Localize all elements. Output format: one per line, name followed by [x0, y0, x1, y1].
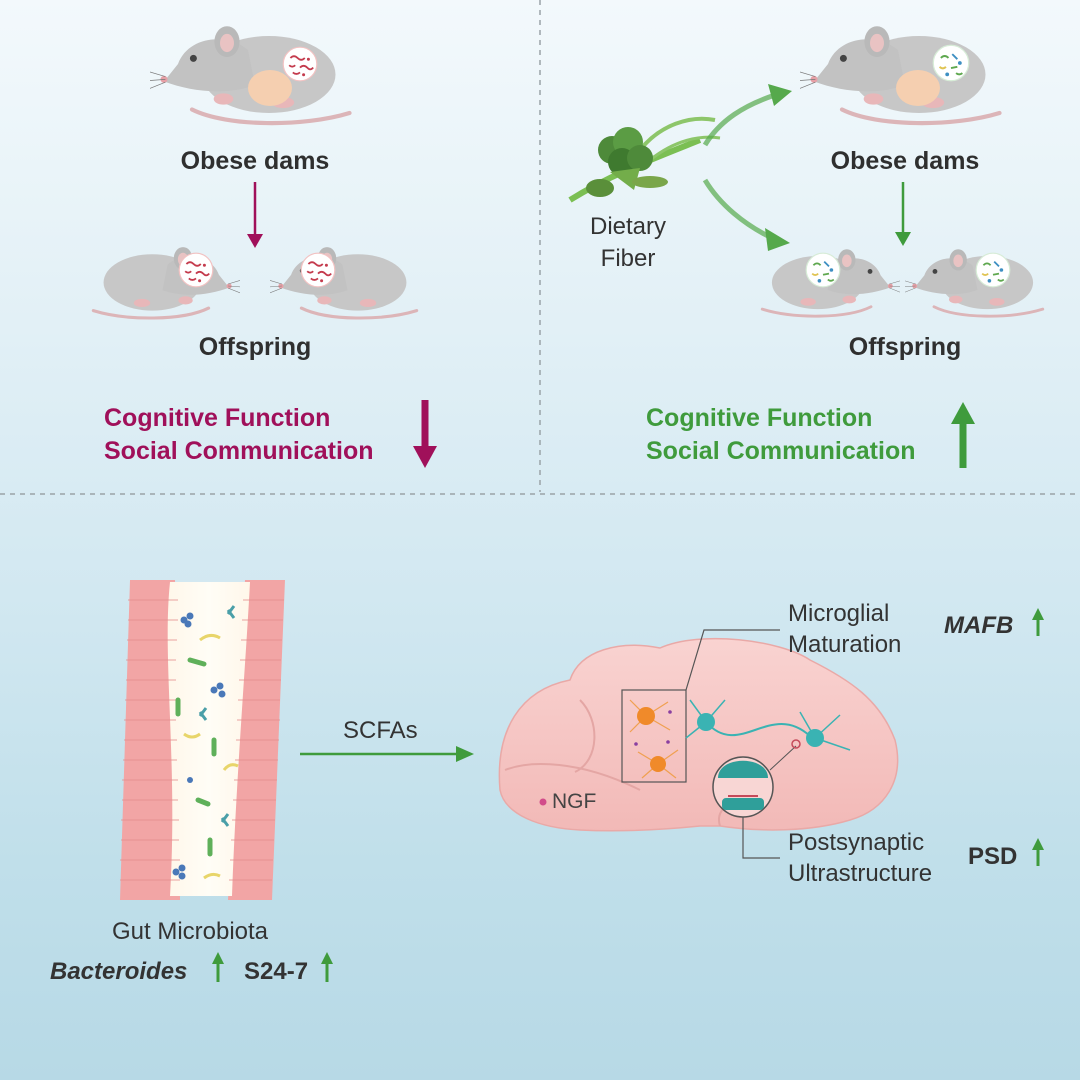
- dietary-fiber-vegetables: [568, 116, 721, 203]
- scfa-arrow: [300, 746, 474, 762]
- left-offspring-label: Offspring: [198, 333, 312, 361]
- synapse-callout-line-1: Postsynaptic: [788, 829, 925, 856]
- bacteroides-up-arrow: [212, 952, 224, 982]
- synapse-inset: [712, 739, 801, 818]
- synapse-leader-line: [742, 817, 780, 859]
- scfas-label: SCFAs: [343, 717, 418, 744]
- gut-tube: [120, 580, 285, 900]
- right-dam-mouse: [796, 26, 1000, 123]
- psd-up-arrow: [1032, 838, 1044, 866]
- neurons: [685, 699, 851, 751]
- right-outcome-line-1: Cognitive Function: [646, 404, 873, 432]
- right-trend-arrow-up: [951, 402, 975, 468]
- brain: [498, 637, 899, 832]
- ngf-label: NGF: [552, 790, 597, 813]
- taxon-s24-7: S24-7: [244, 958, 309, 985]
- left-dams-label: Obese dams: [180, 147, 330, 175]
- microglia-leader-line: [685, 629, 780, 691]
- right-down-arrow-1: [895, 182, 911, 246]
- right-offspring-mouse-b: [905, 247, 1045, 318]
- right-outcome-text: Cognitive Function Social Communication: [646, 402, 915, 468]
- ngf-dot: [539, 798, 547, 806]
- dietary-fiber-label: Dietary Fiber: [568, 211, 688, 275]
- s24-7-up-arrow: [321, 952, 333, 982]
- microglia-callout: Microglial Maturation: [788, 598, 901, 660]
- left-outcome-line-1: Cognitive Function: [104, 404, 331, 432]
- left-dam-mouse: [146, 26, 350, 123]
- fiber-arrow-to-offspring: [702, 178, 790, 251]
- right-offspring-mouse-a: [760, 247, 900, 318]
- left-offspring-mouse-b: [270, 245, 419, 320]
- synapse-callout: Postsynaptic Ultrastructure: [788, 827, 932, 889]
- dietary-fiber-line-1: Dietary: [589, 213, 667, 240]
- marker-psd: PSD: [968, 843, 1018, 870]
- left-trend-arrow-down: [413, 400, 437, 468]
- marker-mafb: MAFB: [944, 612, 1014, 639]
- right-offspring-label: Offspring: [848, 333, 962, 361]
- gut-microbiota-label: Gut Microbiota: [111, 918, 269, 945]
- taxon-bacteroides: Bacteroides: [50, 958, 188, 985]
- microglia-cells: [629, 699, 679, 779]
- left-down-arrow-1: [247, 182, 263, 248]
- fiber-arrow-to-dams: [702, 84, 792, 147]
- left-outcome-text: Cognitive Function Social Communication: [104, 402, 373, 468]
- dietary-fiber-line-2: Fiber: [600, 245, 656, 272]
- microglia-callout-line-1: Microglial: [788, 600, 890, 627]
- gut-bacteria: [172, 605, 239, 880]
- right-outcome-line-2: Social Communication: [646, 437, 916, 465]
- mafb-up-arrow: [1032, 608, 1044, 636]
- left-offspring-mouse-a: [91, 245, 240, 320]
- microglia-inset-box: [621, 689, 687, 783]
- right-dams-label: Obese dams: [830, 147, 980, 175]
- left-outcome-line-2: Social Communication: [104, 437, 374, 465]
- microglia-callout-line-2: Maturation: [788, 631, 902, 658]
- synapse-callout-line-2: Ultrastructure: [788, 860, 933, 887]
